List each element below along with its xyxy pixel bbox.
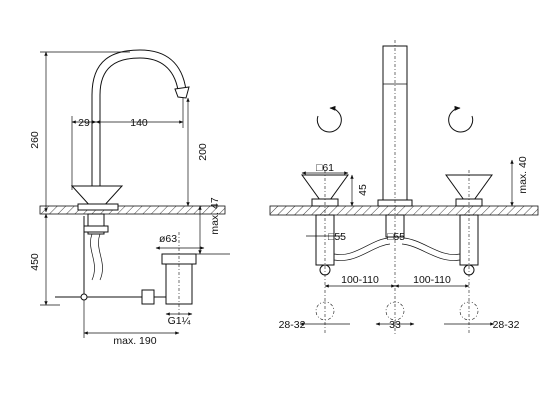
hole-mid [385, 301, 405, 321]
dim-200: 200 [197, 143, 209, 161]
rotation-ccw-icon [316, 105, 342, 133]
spout-outlet [174, 86, 190, 99]
countertop-right [269, 205, 539, 216]
dim-square-55-left: □55 [328, 231, 346, 243]
dim-140: 140 [130, 117, 148, 129]
dim-max-190: max. 190 [113, 335, 156, 347]
countertop-left [39, 205, 226, 215]
dim-29: 29 [78, 117, 90, 129]
left-view: 260 450 29 140 200 max. 47 ø63 G1¼ max. … [29, 49, 230, 347]
dim-45: 45 [357, 184, 369, 196]
right-hose [403, 237, 461, 255]
hole-left [315, 301, 335, 321]
dim-max-40: max. 40 [517, 156, 529, 194]
left-hose [333, 237, 389, 255]
hose [90, 233, 95, 281]
dim-square-55-mid: □55 [387, 231, 405, 243]
dim-spacing-left: 100-110 [341, 274, 379, 286]
dim-bottom-left: 28-32 [279, 319, 306, 331]
gooseneck-spout [91, 49, 187, 190]
dim-max-47: max. 47 [209, 197, 221, 235]
dim-bottom-right: 28-32 [493, 319, 520, 331]
dim-thread: G1¼ [168, 315, 191, 327]
dim-spacing-right: 100-110 [413, 274, 451, 286]
right-view: □61 45 max. 40 □55 □55 100-110 100-110 2… [269, 40, 539, 335]
dim-260: 260 [29, 131, 41, 149]
dim-450: 450 [29, 253, 41, 271]
hole-right [459, 301, 479, 321]
rotation-cw-icon [448, 105, 474, 133]
dim-bottom-mid: 33 [389, 319, 401, 331]
dim-square-61: □61 [316, 162, 334, 174]
dim-dia-63: ø63 [159, 233, 177, 245]
